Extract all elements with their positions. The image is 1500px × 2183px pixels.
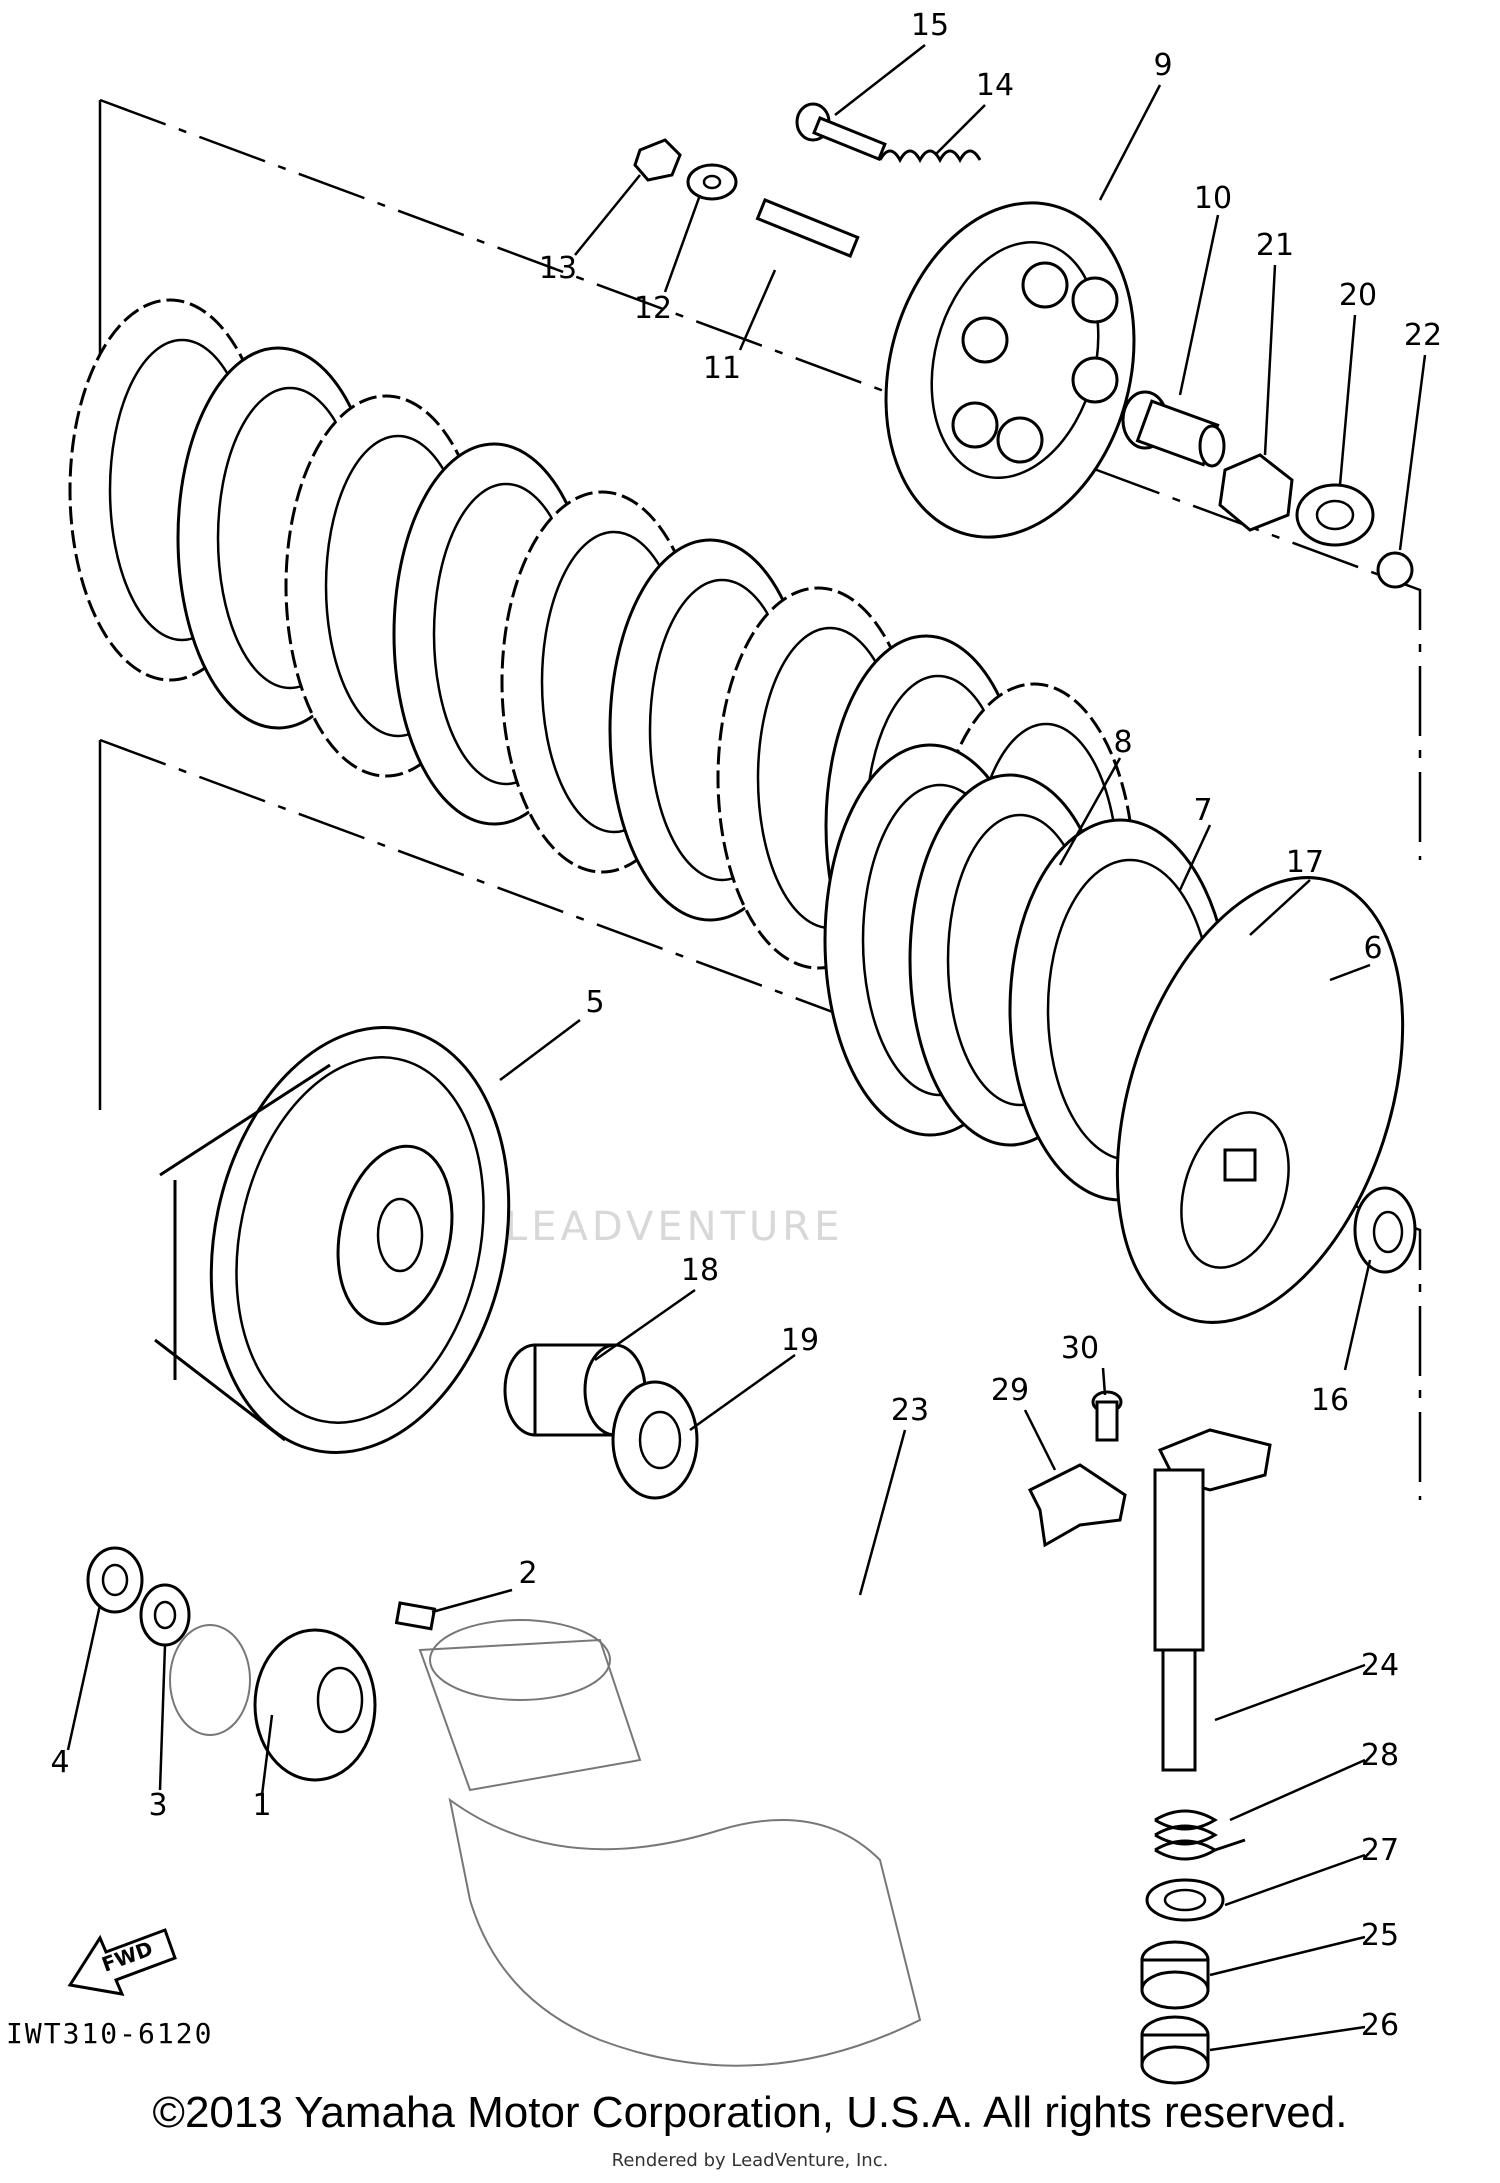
callout-label-1: 1	[252, 1788, 271, 1823]
callout-label-27: 27	[1361, 1833, 1399, 1868]
callout-label-10: 10	[1194, 181, 1232, 216]
drawing-code: IWT310-6120	[6, 2017, 214, 2050]
callout-labels: 1234567891011121314151617181920212223242…	[50, 8, 1442, 2043]
leader-line-8	[1058, 757, 1122, 866]
leader-lines	[66, 44, 1427, 2052]
pressure-plate	[884, 201, 1136, 539]
leader-line-10	[1178, 214, 1220, 396]
callout-label-6: 6	[1363, 931, 1382, 966]
bearing-part-lower	[1140, 2015, 1210, 2085]
copyright-notice: ©2013 Yamaha Motor Corporation, U.S.A. A…	[152, 2088, 1348, 2137]
callout-label-16: 16	[1311, 1383, 1349, 1418]
screw-part	[1091, 1390, 1123, 1442]
crankshaft-ghost	[169, 1619, 922, 2067]
key-part	[394, 1601, 437, 1631]
leader-line-22	[1398, 354, 1427, 551]
callout-label-22: 22	[1404, 318, 1442, 353]
clutch-boss	[1115, 876, 1405, 1324]
leader-line-20	[1338, 314, 1357, 486]
callout-label-11: 11	[703, 351, 741, 386]
callout-label-26: 26	[1361, 2008, 1399, 2043]
callout-label-15: 15	[911, 8, 949, 43]
leader-line-26	[1209, 2025, 1366, 2052]
leader-line-29	[1023, 1409, 1057, 1471]
callout-label-18: 18	[681, 1253, 719, 1288]
leader-line-9	[1098, 84, 1162, 201]
assembly-outline-lower	[98, 738, 1422, 1500]
collar-washer	[611, 1380, 699, 1500]
leader-line-5	[499, 1019, 581, 1081]
leader-line-23	[858, 1429, 907, 1596]
clutch-plate-stack	[68, 298, 1232, 1202]
callout-label-13: 13	[539, 251, 577, 286]
steel-ball-part	[1376, 551, 1414, 589]
callout-label-29: 29	[991, 1373, 1029, 1408]
rendered-by-notice: Rendered by LeadVenture, Inc.	[611, 2150, 889, 2171]
callout-label-21: 21	[1256, 228, 1294, 263]
leader-line-25	[1209, 1935, 1366, 1977]
leader-line-1	[260, 1714, 274, 1796]
leader-line-11	[738, 269, 777, 351]
lock-nut-part	[1218, 453, 1294, 532]
primary-driven-gear	[154, 1026, 511, 1454]
leader-line-24	[1214, 1663, 1366, 1722]
callout-label-24: 24	[1361, 1648, 1399, 1683]
callout-label-28: 28	[1361, 1738, 1399, 1773]
leader-line-7	[1178, 824, 1212, 891]
clutch-spring-bolt-parts	[633, 102, 982, 258]
leader-line-17	[1249, 879, 1311, 936]
callout-label-7: 7	[1193, 793, 1212, 828]
leader-line-18	[594, 1288, 696, 1362]
callout-label-5: 5	[585, 985, 604, 1020]
callout-label-14: 14	[976, 68, 1014, 103]
primary-drive-gear	[253, 1628, 377, 1782]
leader-line-19	[689, 1353, 796, 1432]
leader-line-28	[1229, 1758, 1366, 1822]
leader-line-30	[1101, 1367, 1107, 1396]
callout-label-12: 12	[634, 291, 672, 326]
forward-direction-arrow: FWD	[67, 1928, 177, 1996]
plate-part	[1027, 1463, 1127, 1548]
collar-spacer	[503, 1343, 647, 1437]
callout-label-4: 4	[50, 1745, 69, 1780]
leader-line-13	[574, 174, 641, 256]
callout-label-9: 9	[1153, 48, 1172, 83]
push-rod-part	[1121, 390, 1226, 468]
callout-label-20: 20	[1339, 278, 1377, 313]
callout-label-2: 2	[518, 1556, 537, 1591]
leader-line-2	[431, 1588, 513, 1614]
leader-line-14	[934, 104, 986, 156]
leader-line-16	[1343, 1259, 1372, 1371]
bearing-part-upper	[1140, 1940, 1210, 2010]
torsion-spring	[1154, 1809, 1246, 1861]
thrust-washer	[1353, 1186, 1417, 1274]
leader-line-4	[66, 1604, 102, 1751]
callout-label-23: 23	[891, 1393, 929, 1428]
callout-label-3: 3	[148, 1788, 167, 1823]
leader-line-21	[1263, 264, 1277, 456]
leader-line-3	[158, 1644, 167, 1791]
leader-line-27	[1224, 1853, 1366, 1907]
leader-line-6	[1329, 963, 1371, 982]
callout-label-17: 17	[1286, 845, 1324, 880]
washer-part	[139, 1583, 191, 1647]
push-lever-part	[1153, 1428, 1272, 1772]
leader-line-12	[663, 194, 702, 293]
leader-line-15	[834, 44, 926, 116]
lock-washer-part	[1295, 483, 1375, 547]
nut-part	[86, 1546, 144, 1614]
callout-label-30: 30	[1061, 1331, 1099, 1366]
callout-label-8: 8	[1113, 725, 1132, 760]
oil-seal-part	[1145, 1878, 1225, 1922]
callout-label-19: 19	[781, 1323, 819, 1358]
watermark-text: LEADVENTURE	[505, 1204, 843, 1250]
callout-label-25: 25	[1361, 1918, 1399, 1953]
